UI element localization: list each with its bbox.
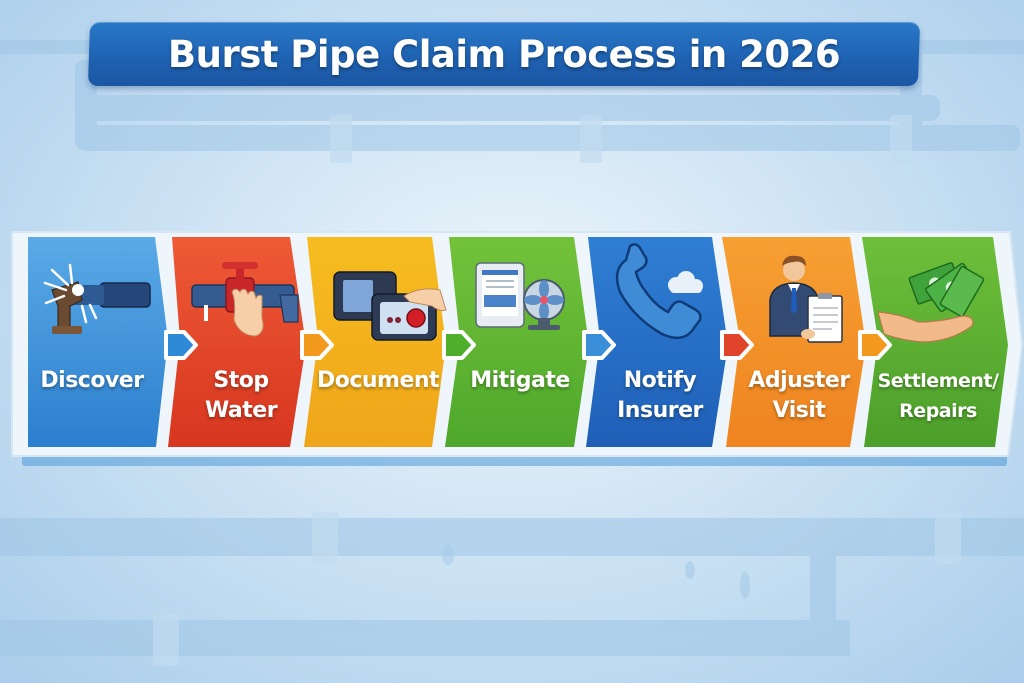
camera-icon: [333, 271, 447, 341]
connector-arrow-3: [442, 330, 476, 360]
step-panel-adjuster-visit: [722, 237, 866, 447]
step-label-notify-insurer: Notify Insurer: [617, 368, 703, 423]
connector-arrow-5: [720, 330, 754, 360]
step-label-stop-water: Stop Water: [204, 368, 278, 423]
page-title: Burst Pipe Claim Process in 2026: [167, 32, 841, 76]
connector-arrow-6: [858, 330, 892, 360]
connector-arrow-2: [300, 330, 334, 360]
step-label-mitigate: Mitigate: [470, 368, 570, 393]
adjuster-clipboard-icon: [769, 255, 843, 343]
tablet-fan-icon: [475, 262, 565, 330]
connector-arrow-1: [164, 330, 198, 360]
connector-arrow-4: [582, 330, 616, 360]
step-panel-discover: [28, 237, 168, 447]
shutoff-valve-hand-icon: [191, 262, 299, 337]
cash-hand-icon: [877, 262, 985, 343]
step-label-discover: Discover: [40, 368, 144, 393]
phone-icon: [615, 243, 703, 340]
step-label-document: Document: [316, 368, 440, 393]
step-label-adjuster-visit: Adjuster Visit: [748, 368, 850, 423]
step-label-settlement-repairs: Settlement/ Repairs: [877, 370, 999, 422]
burst-pipe-icon: [43, 263, 151, 334]
